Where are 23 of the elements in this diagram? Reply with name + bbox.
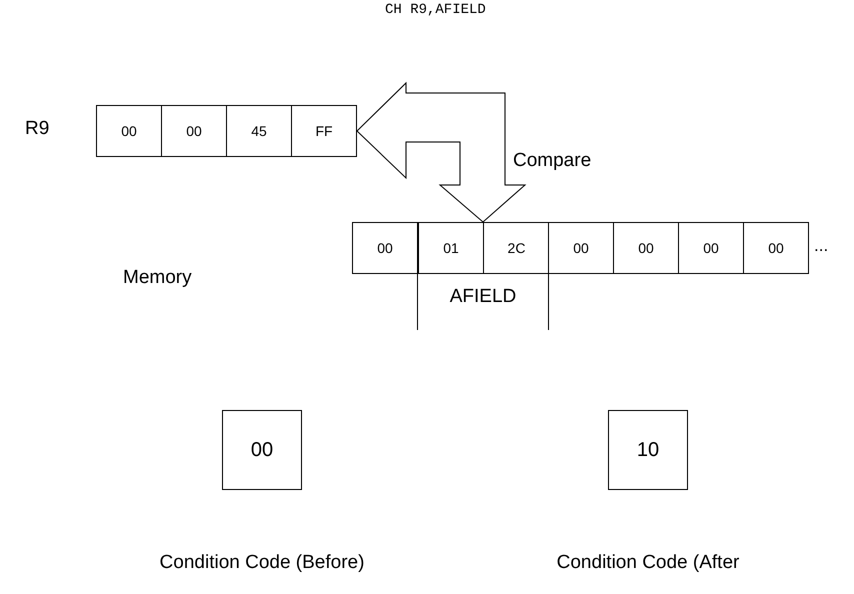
register-label: R9 — [25, 118, 50, 140]
double-arrow — [356, 82, 526, 223]
field-marker — [417, 222, 549, 330]
byte-cell: 00 — [548, 222, 614, 274]
command-text: CH R9,AFIELD — [385, 2, 486, 18]
byte-cell: 00 — [96, 105, 162, 157]
byte-cell: 00 — [352, 222, 418, 274]
byte-cell: 00 — [613, 222, 679, 274]
byte-cell: 00 — [743, 222, 809, 274]
edge-label: Compare — [513, 150, 592, 172]
byte-cell: 00 — [678, 222, 744, 274]
condition-code-box: 10 — [608, 410, 688, 490]
byte-cell: 01 — [418, 222, 484, 274]
node-label: Condition Code (Before) — [158, 552, 366, 574]
condition-code-box: 00 — [222, 410, 302, 490]
byte-cell: 2C — [483, 222, 550, 274]
node-label: Condition Code (After — [556, 552, 740, 574]
field-label: AFIELD — [448, 286, 518, 308]
byte-cell: FF — [291, 105, 357, 157]
byte-cell: 00 — [161, 105, 227, 157]
byte-cell: 45 — [226, 105, 292, 157]
continuation-mark: ... — [814, 236, 828, 256]
memory-label: Memory — [123, 267, 192, 289]
